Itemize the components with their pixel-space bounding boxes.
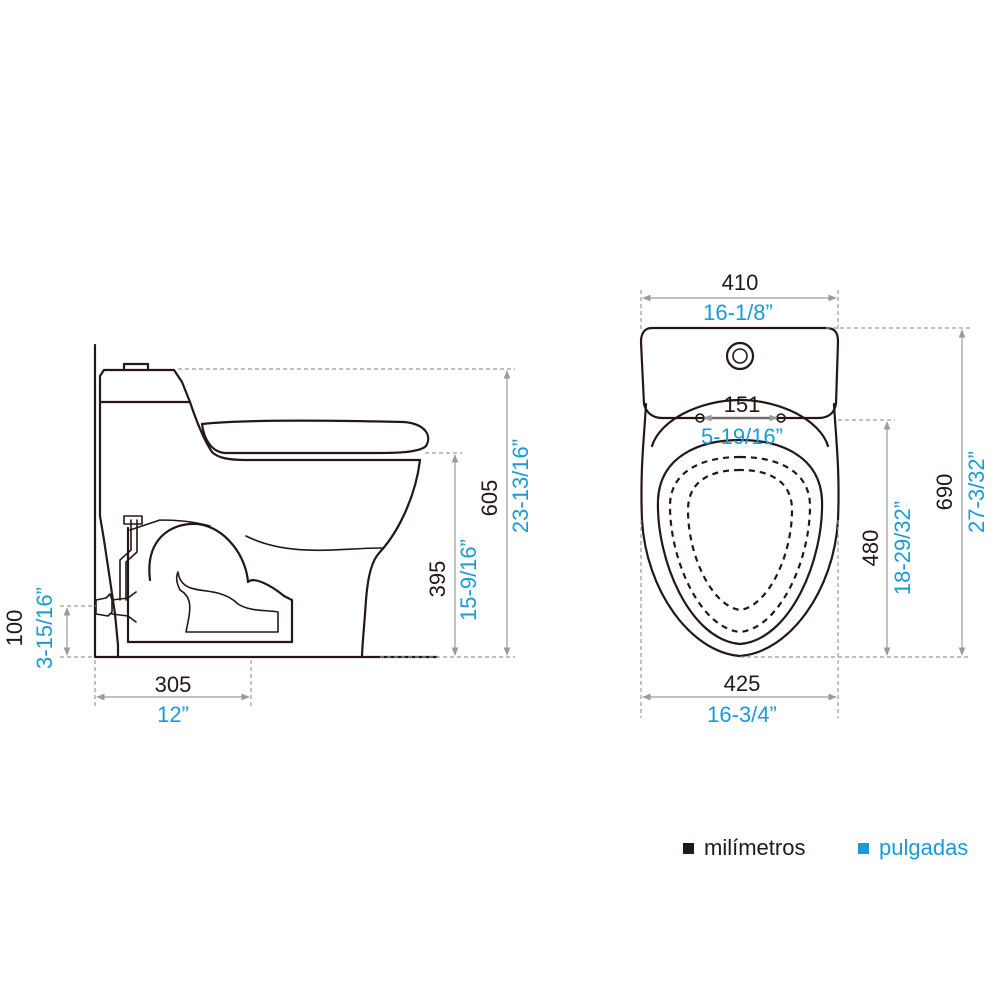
dim-inlet-height-in: 3-15/16” — [32, 587, 57, 669]
trapway — [126, 522, 294, 644]
dim-total-depth-mm: 690 — [932, 474, 957, 511]
tank-top-outline — [639, 326, 840, 420]
trapway-jet — [129, 519, 211, 531]
top-view: 410 16-1/8” 151 5-19/16” 690 27-3/32” 48… — [639, 270, 989, 727]
legend-mm-swatch — [683, 843, 694, 854]
bowl-outline-outer — [640, 402, 840, 658]
bowl-opening-dashed — [668, 455, 812, 634]
angle-stop-valve — [95, 591, 137, 623]
side-view: 605 23-13/16” 395 15-9/16” 100 3-15/16” … — [2, 343, 533, 727]
dim-seat-height-mm: 395 — [425, 561, 450, 598]
legend: milímetros pulgadas — [683, 835, 968, 860]
dim-rough-in-in: 12” — [157, 702, 189, 727]
dim-total-height-mm: 605 — [477, 480, 502, 517]
fill-valve-nut — [123, 515, 143, 525]
dim-bowl-width-in: 16-3/4” — [707, 702, 777, 727]
flush-button-outer — [725, 341, 755, 371]
dim-tank-width-mm: 410 — [722, 270, 759, 295]
legend-in-swatch — [858, 843, 869, 854]
seat-lid — [200, 419, 430, 455]
flush-button — [122, 362, 150, 372]
dim-bowl-length-mm: 480 — [858, 530, 883, 567]
dim-total-depth-in: 27-3/32” — [964, 451, 989, 533]
flush-button-inner — [732, 348, 748, 364]
dim-bolt-spacing-mm: 151 — [724, 392, 761, 417]
dim-inlet-height-mm: 100 — [2, 610, 27, 647]
toilet-body-outline — [98, 400, 120, 659]
trapway-inner — [175, 571, 279, 633]
dim-tank-width-in: 16-1/8” — [703, 300, 773, 325]
dim-bowl-width-mm: 425 — [724, 671, 761, 696]
tank-lid — [98, 368, 192, 404]
dim-total-height-in: 23-13/16” — [508, 439, 533, 533]
legend-mm-label: milímetros — [704, 835, 805, 860]
seat-hinge-arc — [650, 398, 830, 448]
neck-curve — [188, 400, 422, 462]
bowl-front — [360, 458, 422, 659]
seat-outline — [656, 438, 824, 646]
bowl-waistline — [245, 535, 383, 552]
dim-bolt-spacing-in: 5-19/16” — [701, 424, 783, 449]
bowl-water-dashed — [686, 468, 794, 612]
supply-pipe — [119, 519, 138, 601]
dim-rough-in-mm: 305 — [155, 672, 192, 697]
dim-bowl-length-in: 18-29/32” — [890, 501, 915, 595]
dim-seat-height-in: 15-9/16” — [456, 539, 481, 621]
legend-in-label: pulgadas — [879, 835, 968, 860]
